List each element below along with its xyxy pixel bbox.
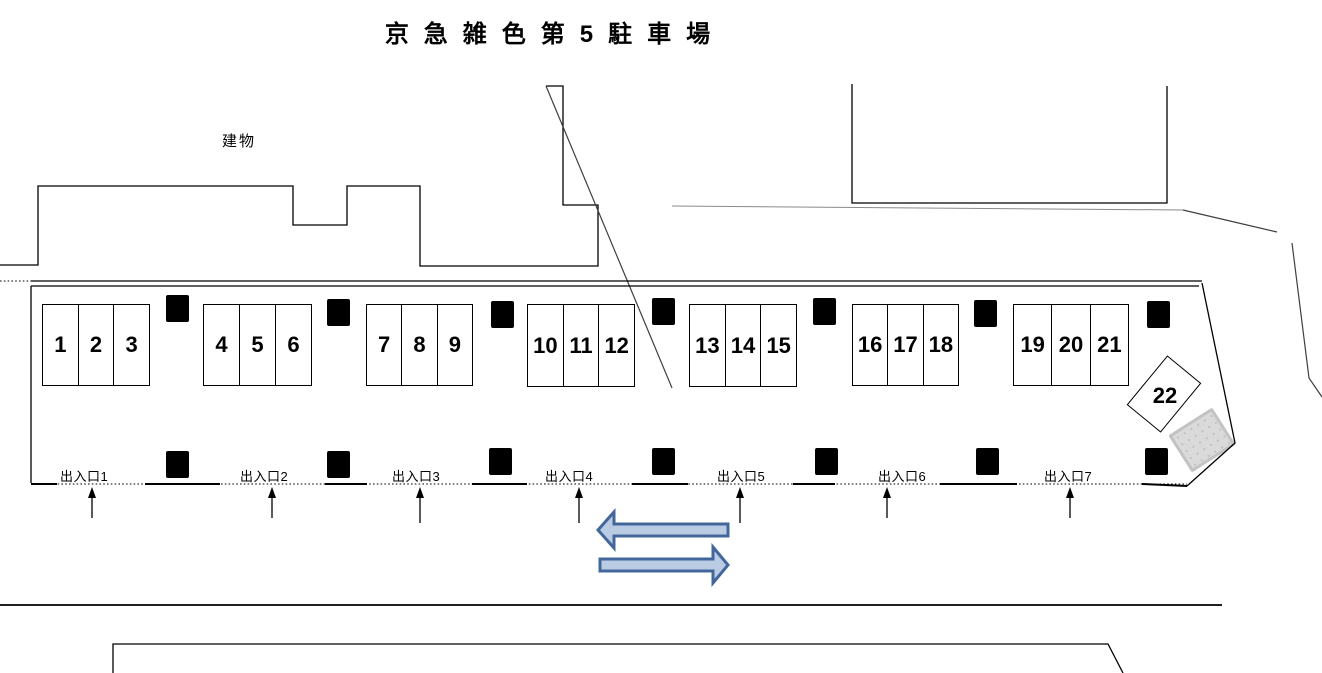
entrance-label-6: 出入口6 — [878, 469, 927, 484]
pillar-marker — [166, 451, 189, 478]
entrance-label-5: 出入口5 — [717, 469, 766, 484]
parking-stall: 8 — [401, 305, 436, 385]
lot-bottom-solid-segments — [31, 483, 1188, 487]
entrance-arrow-icon — [575, 487, 583, 523]
pillar-marker — [652, 298, 675, 325]
entrance-arrow-icon — [1066, 487, 1074, 518]
road-edge-line — [671, 205, 1184, 211]
parking-stall: 13 — [695, 332, 720, 358]
road-diagonal-upper — [1182, 209, 1278, 233]
entrance-label-3: 出入口3 — [392, 469, 441, 484]
lot-top-double-line — [31, 280, 1202, 287]
pillar-marker — [974, 300, 997, 327]
entrance-arrow-icon — [883, 487, 891, 518]
building-outline — [0, 85, 599, 267]
parking-stall-22-label: 22 — [1152, 383, 1178, 408]
parking-stall: 7 — [378, 332, 391, 357]
gray-block — [1168, 407, 1236, 473]
pillar-marker — [166, 295, 189, 322]
entrance-label-1: 出入口1 — [60, 469, 109, 484]
parking-group-1-3: 1 2 3 — [42, 304, 150, 386]
pillar-marker — [652, 448, 675, 475]
parking-stall: 10 — [533, 332, 558, 358]
upper-right-structure — [851, 84, 1168, 204]
pillar-marker — [1147, 301, 1170, 328]
parking-stall: 21 — [1089, 305, 1128, 385]
pillar-marker — [976, 448, 999, 475]
parking-stall: 20 — [1051, 305, 1089, 385]
entrance-label-7: 出入口7 — [1044, 469, 1093, 484]
pillar-marker — [815, 448, 838, 475]
pillar-marker — [1145, 448, 1168, 475]
pillar-marker — [327, 299, 350, 326]
parking-group-7-9: 7 8 9 — [366, 304, 473, 386]
pillar-marker — [813, 298, 836, 325]
parking-stall: 16 — [857, 332, 883, 357]
bottom-structure — [112, 643, 1124, 673]
parking-stall: 5 — [239, 305, 275, 385]
parking-group-4-6: 4 5 6 — [203, 304, 312, 386]
parking-stall: 19 — [1020, 332, 1045, 357]
parking-stall: 18 — [922, 305, 958, 385]
parking-stall: 6 — [275, 305, 311, 385]
entrance-arrow-icon — [416, 487, 424, 523]
parking-group-10-12: 10 11 12 — [527, 304, 635, 387]
entrance-arrow-icon — [268, 487, 276, 518]
pillar-marker — [327, 451, 350, 478]
traffic-arrow-left-icon — [595, 508, 730, 552]
parking-stall: 17 — [887, 305, 922, 385]
parking-stall: 9 — [436, 305, 472, 385]
traffic-arrow-right-icon — [598, 542, 730, 588]
entrance-label-2: 出入口2 — [240, 469, 289, 484]
parking-stall: 11 — [562, 305, 599, 386]
parking-stall: 1 — [54, 332, 67, 357]
pillar-marker — [489, 448, 512, 475]
road-right-edge — [1291, 242, 1322, 398]
parking-stall: 3 — [113, 305, 149, 385]
parking-stall: 14 — [724, 305, 761, 386]
entrance-arrow-icon — [88, 487, 96, 518]
parking-stall: 2 — [77, 305, 114, 385]
building-label: 建物 — [222, 133, 257, 150]
entrance-label-4: 出入口4 — [545, 469, 594, 484]
parking-stall: 12 — [598, 305, 634, 386]
pillar-marker — [491, 301, 514, 328]
parking-group-19-21: 19 20 21 — [1013, 304, 1129, 386]
parking-group-16-18: 16 17 18 — [852, 304, 959, 386]
parking-stall: 15 — [760, 305, 796, 386]
parking-group-13-15: 13 14 15 — [689, 304, 797, 387]
entrance-arrow-icon — [736, 487, 744, 523]
page-title: 京急雑色第5駐車場 — [384, 21, 726, 48]
parking-stall: 4 — [215, 332, 228, 357]
